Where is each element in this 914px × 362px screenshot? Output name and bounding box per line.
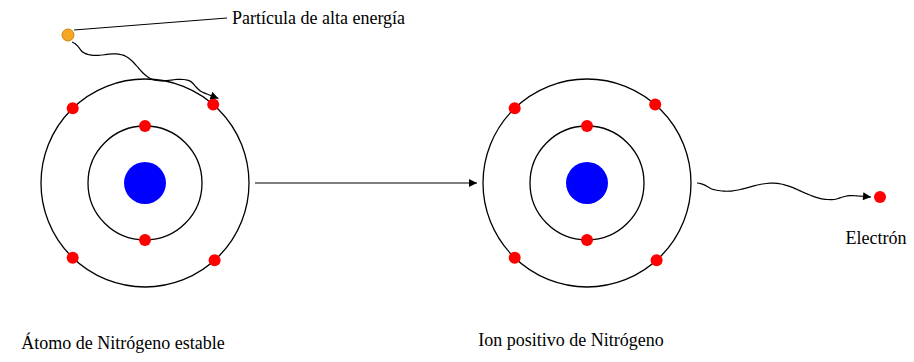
electron-dot [581,120,593,132]
free-electron-outline [874,191,886,203]
electron-dot [139,120,151,132]
particle-label: Partícula de alta energía [232,8,405,28]
electron-dot [209,254,221,266]
wavy-arrow [697,183,871,200]
electron-dot [509,102,521,114]
particle-dot-outline [62,29,74,41]
electron-label: Electrón [846,228,907,248]
free-electron: Electrón [874,191,886,203]
ion-outer-shell: Ion positivo de Nitrógeno [483,79,691,287]
inner-shell [88,126,202,240]
particle-dot-circle [62,29,74,41]
nucleus [124,162,166,204]
ion-outer-shell-outline [483,79,691,287]
atom-outer-shell: Átomo de Nitrógeno estable [41,79,249,287]
ion-outer-shell-circle [483,79,691,287]
atom-caption: Átomo de Nitrógeno estable [21,333,224,353]
leader-line [74,18,227,30]
reaction-arrow [255,182,477,183]
electron-dot [509,252,521,264]
atom-outer-shell-outline [41,79,249,287]
electron-dot [649,99,661,111]
electron-dot [651,254,663,266]
ion-caption: Ion positivo de Nitrógeno [478,330,663,350]
nucleus [566,162,608,204]
electron-dot [207,99,219,111]
free-electron-circle [874,191,886,203]
particle-dot: Partícula de alta energía [62,29,74,41]
electron-dot [67,102,79,114]
electron-dot [139,234,151,246]
atom-stable [67,99,221,267]
electron-dot [67,252,79,264]
electron-dot [581,234,593,246]
atom-outer-shell-circle [41,79,249,287]
wavy-arrow [72,42,218,99]
inner-shell [530,126,644,240]
atom-ion [509,99,663,267]
